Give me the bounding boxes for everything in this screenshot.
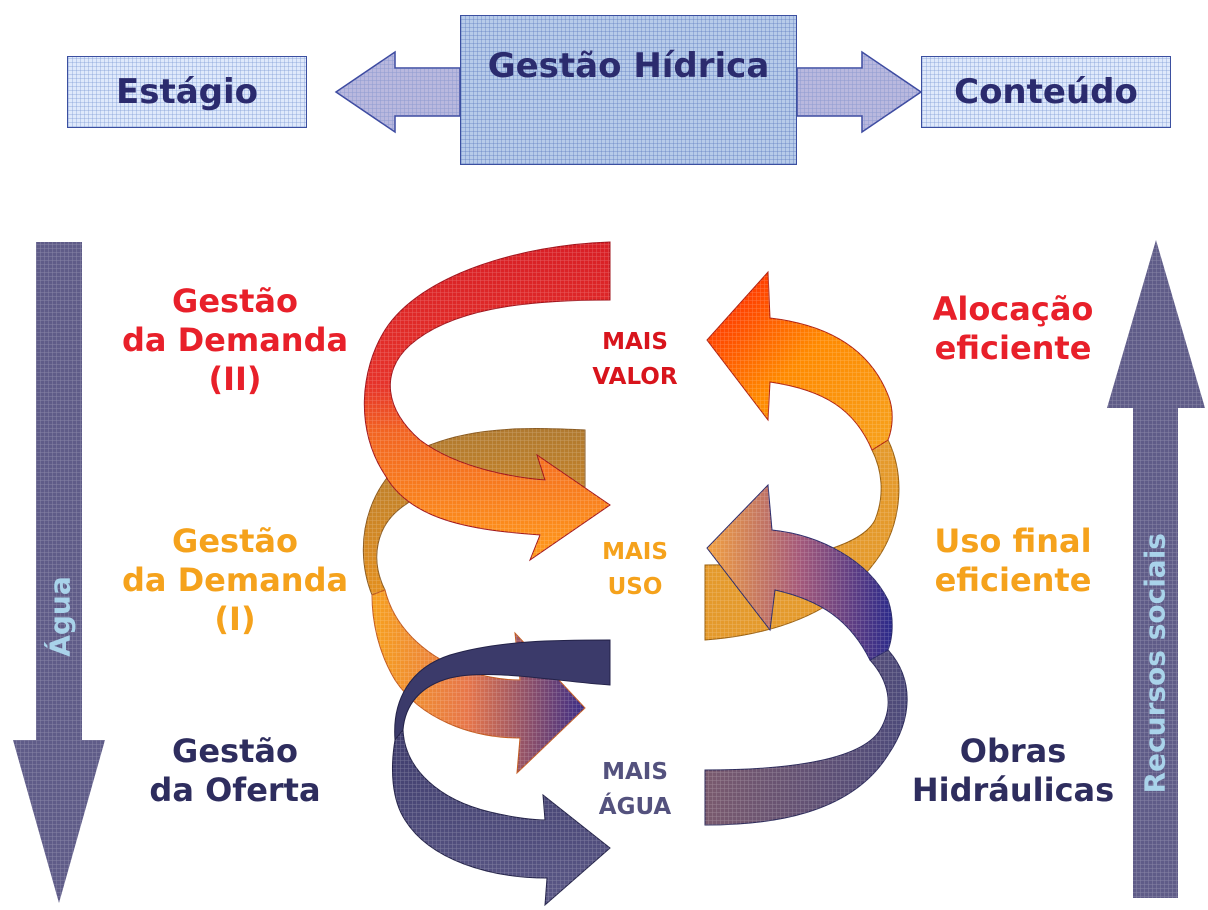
center-label-middle-line2: USO [607, 573, 663, 600]
center-label-middle-line1: MAIS [602, 539, 668, 565]
right-label-middle-line1: Uso final [934, 522, 1092, 560]
right-label-top-line1: Alocação [932, 290, 1094, 328]
left-label-bottom-line2: da Oferta [149, 771, 321, 810]
center-label-bottom-line1: MAIS [602, 759, 668, 785]
right-label-top: Alocação eficiente [888, 290, 1138, 368]
right-label-middle-line2: eficiente [934, 561, 1092, 600]
spiral-arrow-right-middle [706, 483, 893, 661]
center-label-middle: MAIS USO [565, 535, 705, 604]
header-right-label: Conteúdo [954, 72, 1138, 112]
right-label-top-line2: eficiente [934, 329, 1092, 368]
left-label-top-line1: Gestão [172, 282, 298, 320]
left-label-bottom: Gestão da Oferta [100, 732, 370, 810]
spiral-arrow-right-top [706, 270, 893, 451]
spiral-band-slate-right [704, 649, 908, 826]
header-center-label: Gestão Hídrica [487, 46, 770, 86]
left-label-bottom-line1: Gestão [172, 732, 298, 770]
center-label-bottom: MAIS ÁGUA [565, 755, 705, 824]
header-left-label: Estágio [115, 72, 258, 112]
left-label-top: Gestão da Demanda (II) [100, 282, 370, 399]
left-label-top-line2: da Demanda [121, 321, 349, 360]
right-label-bottom-line2: Hidráulicas [911, 771, 1115, 810]
right-label-middle: Uso final eficiente [888, 522, 1138, 600]
center-label-bottom-line2: ÁGUA [598, 793, 672, 820]
header-left-box: Estágio [67, 56, 307, 128]
water-down-arrow [13, 242, 105, 903]
social-resources-arrow-label: Recursos sociais [1138, 533, 1172, 794]
right-label-bottom-line1: Obras [959, 732, 1067, 770]
header-right-box: Conteúdo [921, 56, 1171, 128]
left-label-middle: Gestão da Demanda (I) [100, 522, 370, 639]
social-resources-up-arrow [1107, 240, 1205, 898]
spiral-arrow-red-orange [363, 241, 611, 562]
header-arrow-left [334, 50, 461, 134]
header-arrow-right [796, 50, 923, 134]
left-label-middle-line1: Gestão [172, 522, 298, 560]
header-center-box: Gestão Hídrica [460, 15, 797, 165]
left-label-middle-line2: da Demanda [121, 561, 349, 600]
center-label-top: MAIS VALOR [565, 325, 705, 394]
left-label-middle-line3: (I) [214, 600, 256, 639]
spiral-arrow-orange-purple [371, 589, 586, 775]
water-arrow-label: Água [43, 576, 77, 657]
left-label-top-line3: (II) [208, 360, 262, 399]
spiral-arrow-navy [391, 728, 611, 907]
center-label-top-line2: VALOR [592, 363, 678, 390]
center-label-top-line1: MAIS [602, 329, 668, 355]
right-label-bottom: Obras Hidráulicas [888, 732, 1138, 810]
